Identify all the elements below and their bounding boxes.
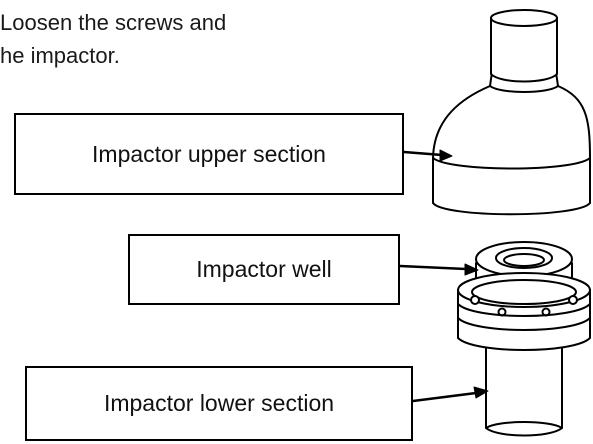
instruction-line-1: Loosen the screws and bbox=[0, 10, 227, 35]
upper-body bbox=[432, 71, 591, 216]
upper-tube-top bbox=[490, 9, 558, 27]
arrow-upper-line bbox=[402, 150, 444, 157]
upper-shoulder-line bbox=[489, 85, 559, 93]
upper-tube bbox=[490, 17, 558, 83]
instruction-line-2: he impactor. bbox=[0, 43, 120, 68]
callout-well: Impactor well bbox=[128, 234, 400, 305]
impactor-lower-section-drawing bbox=[457, 272, 591, 437]
instruction-text: Loosen the screws and he impactor. bbox=[0, 6, 226, 72]
callout-well-label: Impactor well bbox=[196, 256, 332, 282]
well-cavity-inner bbox=[503, 253, 545, 267]
callout-upper-label: Impactor upper section bbox=[92, 140, 326, 167]
leader-arrows bbox=[398, 149, 489, 403]
lower-flange-recess bbox=[471, 279, 577, 305]
arrow-well-head bbox=[464, 263, 479, 276]
callout-lower-label: Impactor lower section bbox=[103, 390, 335, 416]
screw-icon bbox=[470, 295, 480, 305]
well-cavity bbox=[495, 247, 553, 269]
arrow-lower-head bbox=[473, 386, 489, 399]
screw-icon bbox=[568, 295, 578, 305]
callout-lower-section: Impactor lower section bbox=[25, 366, 413, 441]
arrow-well-line bbox=[398, 264, 468, 271]
lower-stem-bottom bbox=[485, 421, 563, 429]
impactor-upper-section-drawing bbox=[432, 9, 591, 216]
lower-flange-ridge bbox=[457, 303, 591, 317]
arrow-upper-head bbox=[439, 149, 453, 162]
callout-upper-section: Impactor upper section bbox=[14, 113, 404, 195]
arrow-lower-line bbox=[411, 391, 478, 403]
upper-rim-line bbox=[432, 157, 591, 170]
